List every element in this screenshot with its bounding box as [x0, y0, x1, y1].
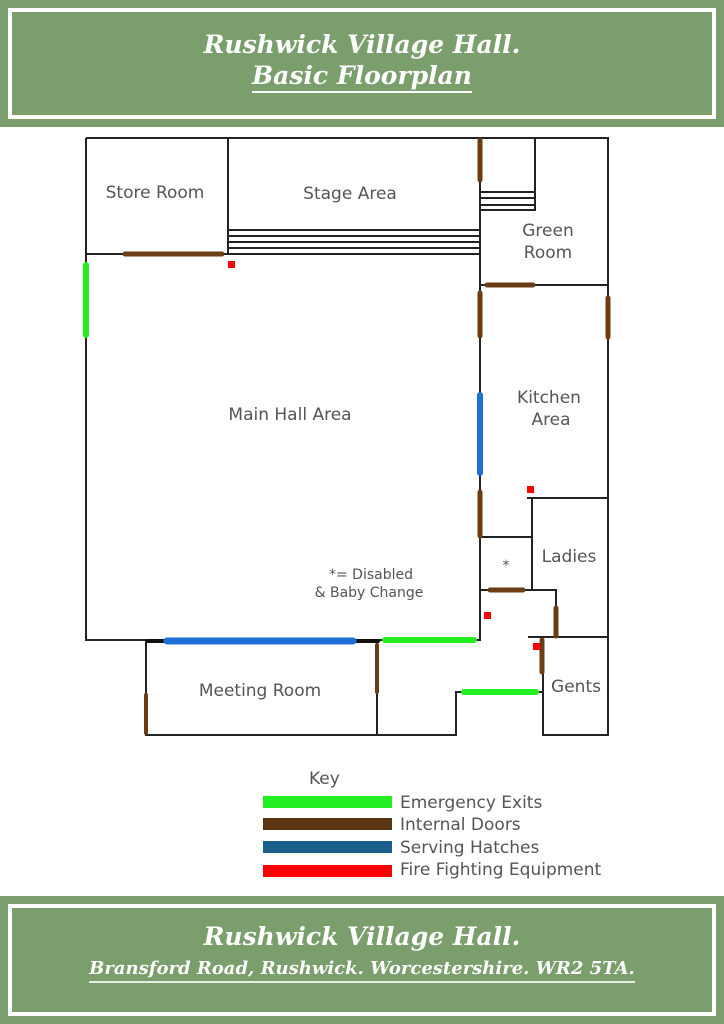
header-banner: Rushwick Village Hall. Basic Floorplan — [0, 0, 724, 127]
key-label-hatch: Serving Hatches — [400, 838, 540, 858]
room-green-line2: Room — [524, 243, 572, 263]
footer-frame: Rushwick Village Hall. Bransford Road, R… — [8, 904, 716, 1016]
note-line2: & Baby Change — [315, 585, 424, 601]
header-subtitle: Basic Floorplan — [252, 61, 472, 93]
room-green-line1: Green — [522, 221, 573, 241]
fire-equipment — [228, 261, 540, 650]
footer-address: Bransford Road, Rushwick. Worcestershire… — [89, 957, 635, 983]
key-swatch-fire — [263, 865, 392, 877]
room-stage: Stage Area — [303, 184, 397, 204]
key-label-exit: Emergency Exits — [400, 793, 543, 813]
footer-banner: Rushwick Village Hall. Bransford Road, R… — [0, 896, 724, 1024]
key-swatches — [263, 796, 392, 877]
key-swatch-hatch — [263, 841, 392, 853]
header-title: Rushwick Village Hall. — [203, 30, 521, 59]
room-main-hall: Main Hall Area — [228, 405, 351, 425]
key-title: Key — [309, 769, 340, 789]
internal-doors — [122, 137, 611, 735]
room-kitchen-line1: Kitchen — [517, 388, 581, 408]
header-frame: Rushwick Village Hall. Basic Floorplan — [8, 8, 716, 119]
room-disabled: * — [503, 558, 510, 574]
room-gents: Gents — [551, 677, 601, 697]
note-line1: *= Disabled — [329, 567, 413, 583]
footer-title: Rushwick Village Hall. — [203, 922, 521, 951]
room-kitchen-line2: Area — [531, 410, 570, 430]
room-meeting: Meeting Room — [199, 681, 321, 701]
key-label-fire: Fire Fighting Equipment — [400, 860, 602, 880]
key-label-door: Internal Doors — [400, 815, 521, 835]
key-swatch-door — [263, 818, 392, 830]
emergency-exits — [83, 262, 539, 695]
key-swatch-exit — [263, 796, 392, 808]
room-store: Store Room — [106, 183, 205, 203]
room-ladies: Ladies — [542, 547, 597, 567]
serving-hatches — [146, 392, 483, 645]
